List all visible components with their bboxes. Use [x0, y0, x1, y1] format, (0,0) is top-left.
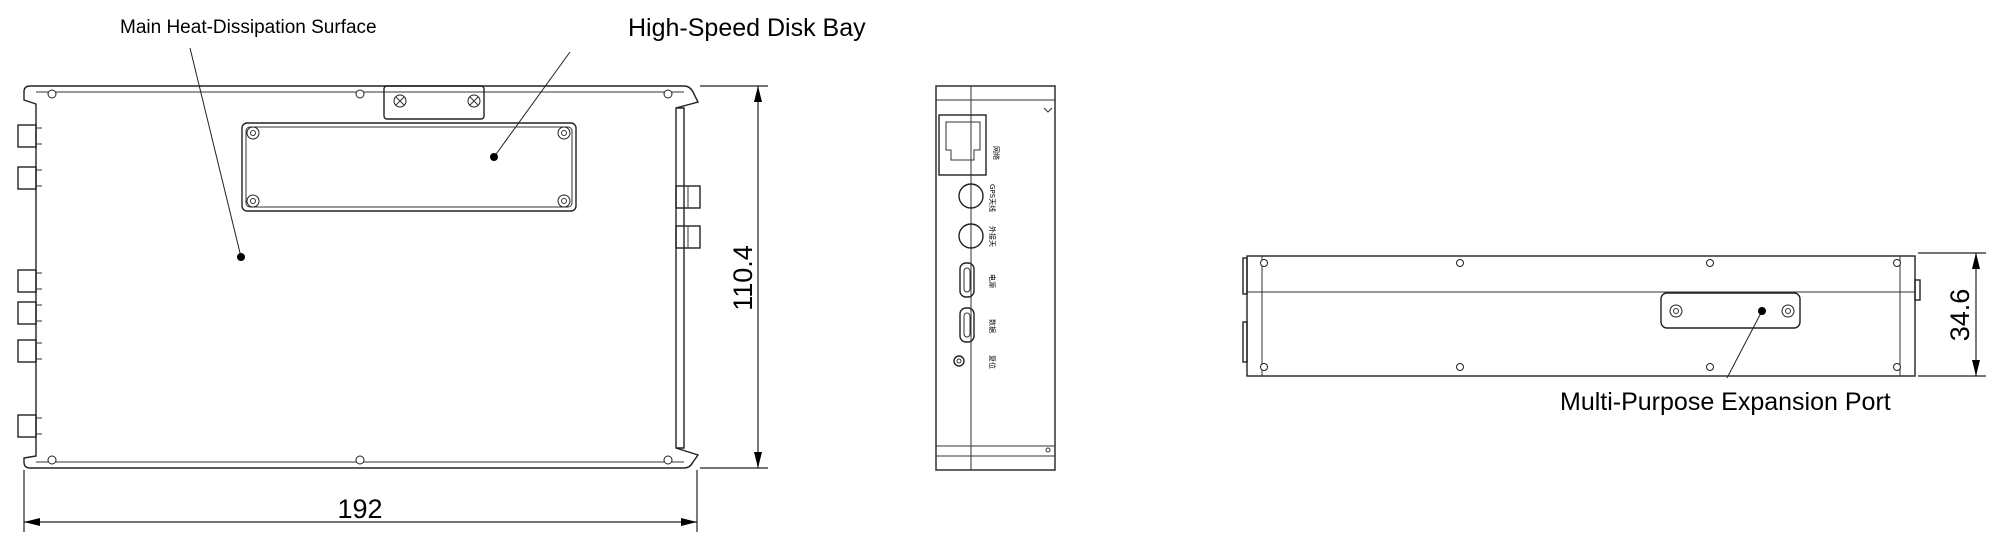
reset-button: 复位 — [953, 355, 997, 369]
dimension-thickness-label: 34.6 — [1945, 289, 1975, 342]
data-port-label: 数据 — [988, 319, 997, 333]
dimension-thickness: 34.6 — [1918, 252, 1986, 377]
dimension-height: 110.4 — [700, 85, 768, 469]
dimension-width-label: 192 — [337, 494, 382, 524]
mount-hole-6 — [663, 455, 673, 465]
callout-disk-bay-label: High-Speed Disk Bay — [628, 14, 866, 42]
disk-bay-screw-tr — [557, 126, 571, 140]
front-view-inner-rim — [36, 91, 684, 463]
disk-bay-cover — [241, 122, 577, 212]
side-view: 34.6 Multi-Purpose Expansion Port — [1242, 252, 1986, 416]
callout-expansion-port-label: Multi-Purpose Expansion Port — [1560, 388, 1891, 416]
mount-hole-2 — [355, 89, 365, 99]
side-view-body — [1246, 255, 1916, 377]
external-antenna-port: 外接天 — [958, 223, 997, 249]
disk-bay-screw-tl — [246, 126, 260, 140]
network-port-label: 网络 — [992, 146, 1001, 160]
reset-label: 复位 — [988, 355, 997, 369]
front-view-top-tab — [383, 85, 485, 120]
data-port: 数据 — [959, 307, 997, 343]
disk-bay-screw-bl — [246, 194, 260, 208]
gps-antenna-port: GPS天线 — [958, 183, 997, 212]
dimension-height-label: 110.4 — [728, 245, 758, 311]
mount-hole-4 — [47, 455, 57, 465]
end-view: 网络 GPS天线 外接天 电源 数据 复位 — [935, 85, 1056, 471]
expansion-port-cover — [1660, 292, 1801, 329]
callout-disk-bay: High-Speed Disk Bay — [490, 14, 866, 161]
power-port: 电源 — [959, 262, 997, 298]
mount-hole-3 — [663, 89, 673, 99]
callout-expansion-port: Multi-Purpose Expansion Port — [1560, 307, 1891, 416]
left-connectors — [17, 124, 42, 438]
right-connectors — [675, 185, 701, 249]
external-antenna-label: 外接天 — [988, 226, 997, 247]
disk-bay-screw-br — [557, 194, 571, 208]
power-port-label: 电源 — [988, 274, 997, 288]
mount-hole-1 — [47, 89, 57, 99]
callout-heat-surface: Main Heat-Dissipation Surface — [120, 17, 377, 261]
front-view-right-flange — [676, 107, 685, 449]
callout-heat-surface-label: Main Heat-Dissipation Surface — [120, 17, 377, 38]
front-view: 192 110.4 Main Heat-Dissipation Surface … — [17, 14, 866, 532]
dimension-width: 192 — [23, 470, 698, 532]
gps-antenna-label: GPS天线 — [988, 184, 997, 212]
network-port: 网络 — [938, 114, 1001, 176]
end-view-body — [935, 85, 1056, 471]
front-view-body-outline — [23, 85, 700, 469]
mount-hole-5 — [355, 455, 365, 465]
